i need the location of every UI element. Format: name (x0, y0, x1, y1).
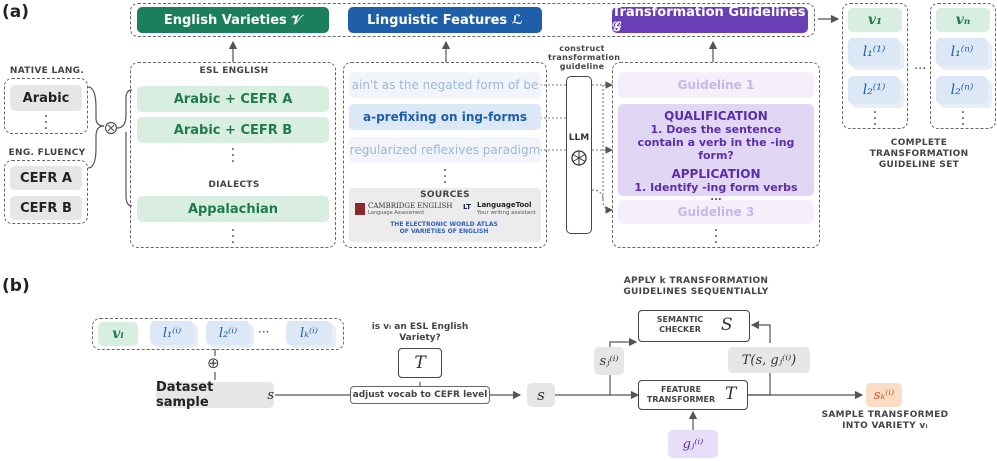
features-more-dots: ··· (442, 163, 448, 191)
panel-b-label: (b) (2, 276, 30, 296)
sources-box: SOURCES CAMBRIDGE ENGLISH Language Asses… (349, 188, 541, 242)
ewave-source: THE ELECTRONIC WORLD ATLAS OF VARIETIES … (390, 221, 498, 235)
header-container (130, 3, 815, 37)
guidelines-column (612, 62, 820, 248)
apply-label: APPLY k TRANSFORMATION GUIDELINES SEQUEN… (623, 276, 769, 297)
esl-item-arabic-cefr-a: Arabic + CEFR A (137, 86, 329, 112)
languagetool-sub: Your writing assistant (477, 210, 536, 216)
s-node: s (527, 383, 555, 407)
set-l11: l₁⁽¹⁾ (848, 38, 900, 66)
guideline-1: Guideline 1 (618, 72, 814, 98)
b-l2: l₂⁽ⁱ⁾ (206, 321, 250, 345)
guideline-set-1 (842, 3, 908, 129)
cambridge-source: CAMBRIDGE ENGLISH (368, 202, 453, 210)
guideline-3: Guideline 3 (618, 200, 814, 224)
dialect-appalachian: Appalachian (137, 196, 329, 222)
oplus-icon: ⊕ (207, 354, 220, 372)
application-more: ... (710, 192, 722, 203)
gj-node: gⱼ⁽ⁱ⁾ (668, 430, 718, 458)
b-ellipsis: ··· (258, 325, 270, 339)
sample-transformed-label: SAMPLE TRANSFORMED INTO VARIETY vᵢ (821, 410, 949, 431)
dataset-sample: Dataset sample s (156, 380, 274, 410)
semantic-checker-label: SEMANTIC CHECKER (656, 315, 704, 334)
cambridge-sub: Language Assessment (368, 210, 425, 216)
dialects-label: DIALECTS (208, 180, 260, 190)
esl-more-dots: ··· (230, 142, 236, 170)
cefr-b: CEFR B (10, 196, 82, 220)
qualification-text: 1. Does the sentence contain a verb in t… (637, 123, 795, 162)
qualification-title: QUALIFICATION (664, 109, 768, 123)
sk-node: sₖ⁽ⁱ⁾ (866, 383, 902, 407)
sets-ellipsis: ··· (914, 62, 927, 77)
application-title: APPLICATION (671, 167, 761, 181)
native-more-dots: ··· (43, 109, 49, 137)
cambridge-logo-icon (355, 203, 365, 215)
sources-label: SOURCES (420, 190, 470, 200)
dialect-more-dots: ··· (230, 223, 236, 251)
esl-question: is vᵢ an ESL English Variety? (371, 322, 469, 343)
cefr-a: CEFR A (10, 166, 82, 190)
varieties-column (130, 62, 336, 248)
native-lang-box (4, 78, 88, 134)
eng-fluency-box (4, 160, 88, 224)
header-linguistic-features: Linguistic Features ℒ (348, 7, 542, 33)
features-column (343, 62, 547, 248)
t-box-esl: T (398, 348, 442, 378)
header-transformation-guidelines: Transformation Guidelines 𝒢 (612, 5, 808, 35)
feature-aint: ain't as the negated form of be (349, 72, 541, 98)
b-lk: lₖ⁽ⁱ⁾ (286, 321, 332, 345)
set-v1: v₁ (848, 8, 902, 32)
feature-a-prefixing: a-prefixing on ing-forms (349, 104, 541, 130)
native-lang-label: NATIVE LANG. (9, 66, 85, 76)
application-text: 1. Identify -ing form verbs (634, 181, 798, 194)
b-l1: l₁⁽ⁱ⁾ (150, 321, 194, 345)
llm-box: LLM (566, 76, 592, 234)
set-vn: vₙ (936, 8, 990, 32)
openai-logo-icon (571, 150, 587, 166)
guideline-2-detail: QUALIFICATION 1. Does the sentence conta… (618, 104, 814, 203)
esl-item-arabic-cefr-b: Arabic + CEFR B (137, 117, 329, 143)
set1-more-dots: ··· (872, 105, 878, 133)
set-l21: l₂⁽¹⁾ (848, 76, 900, 104)
feature-t: T (725, 384, 737, 404)
setn-more-dots: ··· (960, 105, 966, 133)
feature-transformer-box: FEATURE TRANSFORMER T (638, 380, 748, 410)
guideline-set-n (930, 3, 996, 129)
panel-a-label: (a) (2, 2, 30, 22)
semantic-checker-box: SEMANTIC CHECKER S (638, 310, 750, 342)
languagetool-source: LanguageTool (477, 201, 532, 209)
header-english-varieties: English Varieties 𝒱 (137, 7, 329, 33)
feature-reflexives: regularized reflexives paradigm (349, 137, 541, 163)
sj-node: sⱼ⁽ⁱ⁾ (594, 347, 624, 375)
native-arabic: Arabic (10, 85, 82, 111)
construct-label: construct transformation guideline (548, 44, 621, 71)
feature-transformer-label: FEATURE TRANSFORMER (646, 385, 716, 404)
semantic-s: S (721, 315, 733, 335)
complete-set-label: COMPLETE TRANSFORMATION GUIDELINE SET (869, 138, 969, 170)
variety-feature-set (92, 318, 344, 350)
esl-label: ESL ENGLISH (199, 66, 269, 76)
set-l2n: l₂⁽ⁿ⁾ (936, 76, 988, 104)
set-l1n: l₁⁽ⁿ⁾ (936, 38, 988, 66)
eng-fluency-label: ENG. FLUENCY (8, 148, 86, 158)
languagetool-logo-icon: LT (463, 203, 472, 211)
t-s-g-node: T(s, gⱼ⁽ⁱ⁾) (728, 347, 810, 373)
b-vi: vᵢ (98, 322, 138, 346)
adjust-vocab-step: adjust vocab to CEFR level (350, 386, 490, 404)
llm-label: LLM (568, 133, 590, 143)
guidelines-more-dots: ··· (713, 223, 719, 251)
